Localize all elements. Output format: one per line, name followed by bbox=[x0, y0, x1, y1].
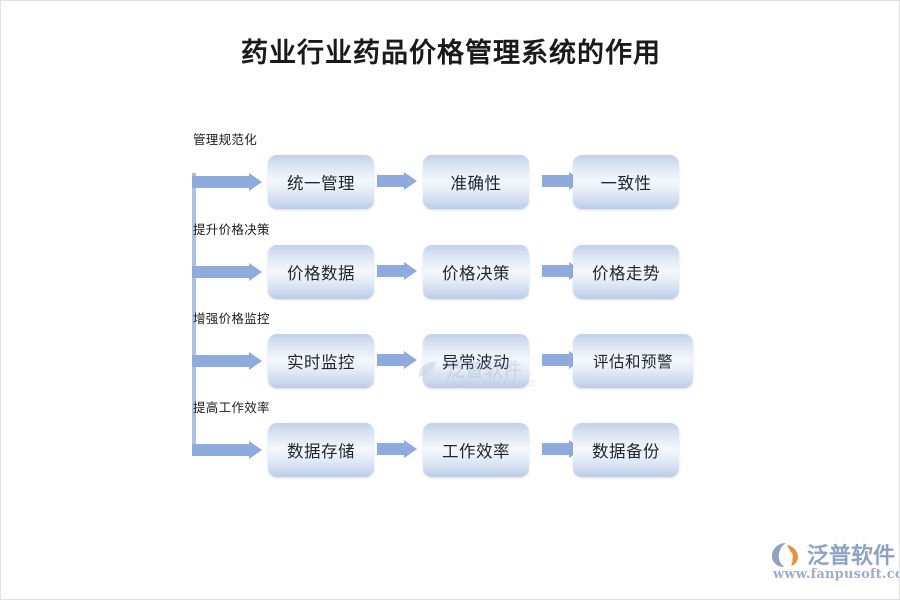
flow-step-label: 数据存储 bbox=[287, 442, 355, 461]
arrow-step1-to-step2-icon bbox=[377, 440, 417, 458]
flow-step-box[interactable]: 数据备份 bbox=[573, 423, 679, 477]
flow-step-box[interactable]: 一致性 bbox=[573, 155, 679, 209]
flow-step-label: 实时监控 bbox=[287, 353, 355, 372]
arrow-spine-to-step1-icon bbox=[192, 173, 262, 191]
flow-step-box[interactable]: 准确性 bbox=[423, 155, 529, 209]
flow-step-box[interactable]: 工作效率 bbox=[423, 423, 529, 477]
row-label: 提高工作效率 bbox=[193, 400, 270, 415]
flow-row: 提高工作效率 数据存储 工作效率 数据备份 bbox=[1, 397, 899, 487]
row-label: 增强价格监控 bbox=[193, 311, 270, 326]
row-label: 管理规范化 bbox=[193, 132, 258, 147]
flow-step-label: 数据备份 bbox=[592, 442, 660, 461]
arrow-spine-to-step1-icon bbox=[192, 441, 262, 459]
flow-step-box[interactable]: 价格走势 bbox=[573, 245, 679, 299]
brand-logo: 泛普软件 www.fanpusoft.com bbox=[771, 538, 899, 586]
flow-step-label: 异常波动 bbox=[442, 353, 510, 372]
flow-step-box[interactable]: 数据存储 bbox=[268, 423, 374, 477]
flow-step-box[interactable]: 价格决策 bbox=[423, 245, 529, 299]
flow-step-label: 价格决策 bbox=[442, 264, 510, 283]
flow-step-label: 一致性 bbox=[600, 174, 652, 193]
spine-connector bbox=[192, 173, 196, 451]
flow-step-box[interactable]: 统一管理 bbox=[268, 155, 374, 209]
row-label: 提升价格决策 bbox=[193, 222, 270, 237]
fanpu-logo-icon bbox=[772, 543, 798, 567]
flow-step-label: 统一管理 bbox=[287, 174, 355, 193]
flow-step-box[interactable]: 价格数据 bbox=[268, 245, 374, 299]
flow-row: 提升价格决策 价格数据 价格决策 价格走势 bbox=[1, 219, 899, 309]
flow-step-label: 工作效率 bbox=[442, 442, 510, 461]
page-title: 药业行业药品价格管理系统的作用 bbox=[241, 38, 661, 69]
arrow-spine-to-step1-icon bbox=[192, 352, 262, 370]
flow-step-label: 价格走势 bbox=[592, 264, 660, 283]
flow-row: 增强价格监控 实时监控 异常波动 评估和预警 bbox=[1, 308, 899, 398]
flow-step-label: 价格数据 bbox=[287, 264, 355, 283]
brand-name: 泛普软件 bbox=[807, 544, 896, 569]
flow-row: 管理规范化 统一管理 准确性 一致性 bbox=[1, 129, 899, 219]
arrow-step1-to-step2-icon bbox=[377, 351, 417, 369]
flow-step-box[interactable]: 评估和预警 bbox=[573, 334, 693, 388]
arrow-spine-to-step1-icon bbox=[192, 263, 262, 281]
flow-step-label: 准确性 bbox=[450, 174, 502, 193]
arrow-step1-to-step2-icon bbox=[377, 262, 417, 280]
flow-step-box[interactable]: 异常波动 bbox=[423, 334, 529, 388]
flow-step-label: 评估和预警 bbox=[592, 353, 673, 371]
flow-step-box[interactable]: 实时监控 bbox=[268, 334, 374, 388]
brand-url: www.fanpusoft.com bbox=[773, 567, 899, 582]
arrow-step1-to-step2-icon bbox=[377, 172, 417, 190]
